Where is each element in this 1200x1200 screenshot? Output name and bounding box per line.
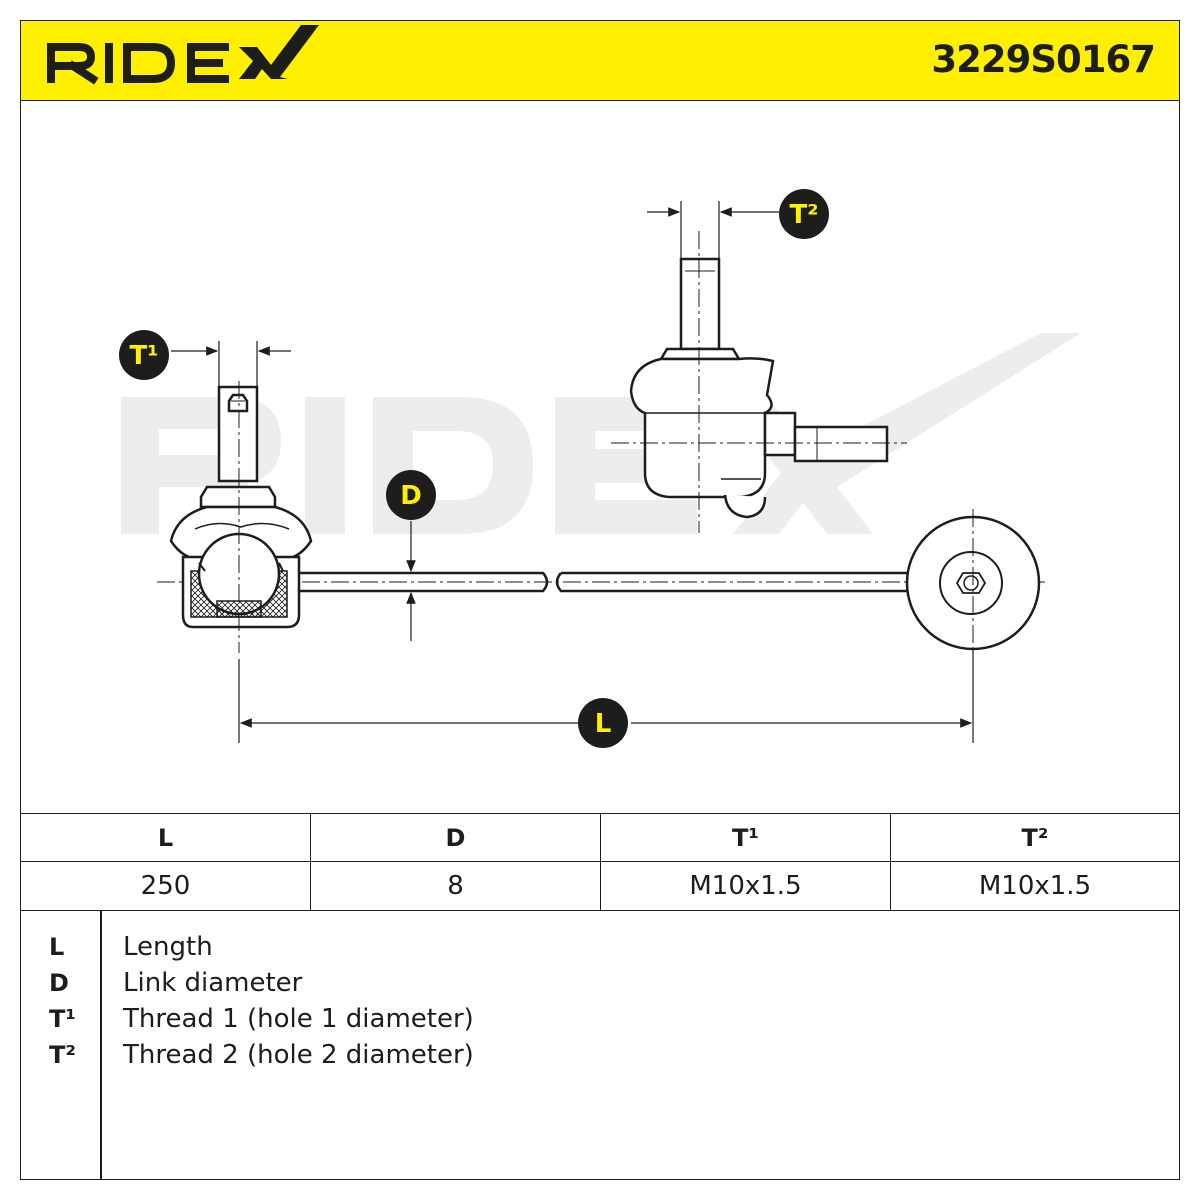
legend-row: T² Thread 2 (hole 2 diameter): [21, 1037, 1179, 1073]
eye-end-right: [905, 515, 1041, 651]
callout-d-label: D: [400, 481, 422, 511]
legend-row: D Link diameter: [21, 965, 1179, 1001]
header-bar: 3229S0167: [21, 21, 1179, 101]
legend: L Length D Link diameter T¹ Thread 1 (ho…: [21, 911, 1179, 1179]
ball-joint-upper: [629, 257, 889, 519]
spec-column-t2: T² M10x1.5: [890, 814, 1179, 910]
legend-row: L Length: [21, 929, 1179, 965]
legend-description: Thread 1 (hole 1 diameter): [123, 1004, 474, 1034]
spec-column-l: L 250: [21, 814, 310, 910]
callout-t2: T²: [779, 189, 829, 239]
spec-value-l: 250: [140, 871, 191, 901]
stabiliser-link-drawing: T¹ T² D L: [119, 189, 1081, 748]
callout-l-label: L: [595, 709, 612, 739]
part-number: 3229S0167: [931, 38, 1156, 81]
callout-l: L: [578, 698, 628, 748]
spec-column-d: D 8: [310, 814, 600, 910]
legend-description: Thread 2 (hole 2 diameter): [123, 1040, 474, 1070]
legend-symbol: T²: [49, 1041, 76, 1069]
callout-t1-label: T¹: [129, 341, 158, 371]
spec-value-t2: M10x1.5: [978, 871, 1092, 901]
spec-header-l: L: [21, 814, 310, 862]
spec-column-t1: T¹ M10x1.5: [600, 814, 890, 910]
dimension-lines: [171, 201, 974, 743]
legend-symbol: T¹: [49, 1005, 76, 1033]
callout-t1: T¹: [119, 330, 169, 380]
spec-header-d: D: [311, 814, 600, 862]
legend-description: Length: [123, 932, 213, 962]
ridex-logo: [47, 25, 319, 85]
drawing-frame: 3229S0167: [20, 20, 1180, 1180]
legend-description: Link diameter: [123, 968, 303, 998]
spec-table: L 250 D 8 T¹ M10x1.5 T² M10x1.5: [21, 813, 1179, 911]
legend-divider: [100, 911, 102, 1179]
legend-row: T¹ Thread 1 (hole 1 diameter): [21, 1001, 1179, 1037]
legend-symbol: D: [49, 969, 69, 997]
legend-symbol: L: [49, 933, 65, 961]
ball-joint-left: [169, 385, 313, 629]
spec-value-t1: M10x1.5: [689, 871, 802, 901]
technical-drawing: T¹ T² D L: [21, 101, 1179, 813]
callout-d: D: [386, 470, 436, 520]
spec-header-t1: T¹: [601, 814, 890, 862]
spec-value-d: 8: [447, 871, 464, 901]
callout-t2-label: T²: [789, 200, 818, 230]
spec-header-t2: T²: [891, 814, 1179, 862]
